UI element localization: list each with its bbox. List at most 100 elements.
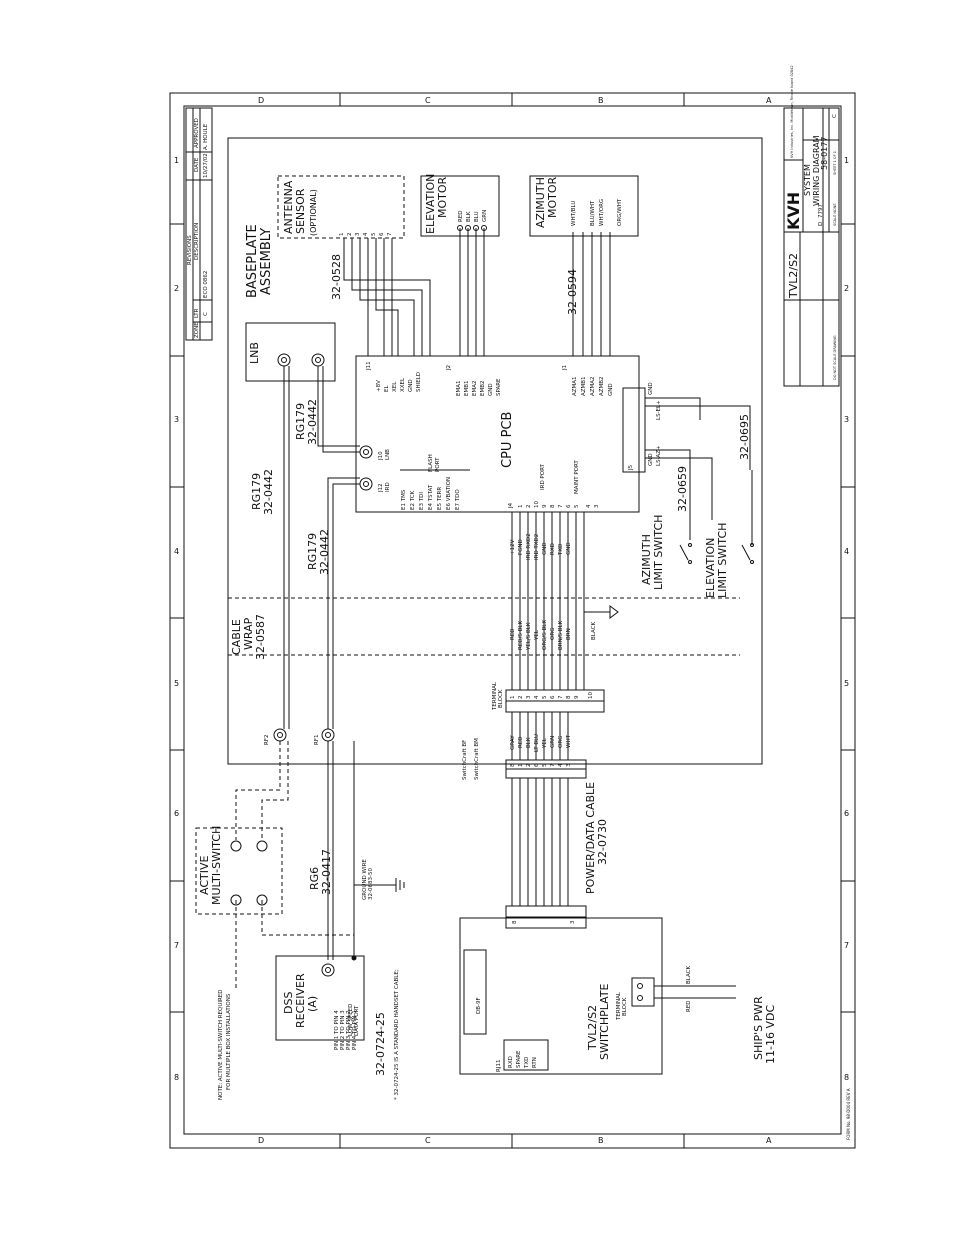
svg-text:10: 10 [588,692,594,699]
svg-text:XEL: XEL [392,381,398,392]
j10-connector [359,445,373,459]
j11-label: J11 [366,361,372,371]
svg-text:7: 7 [558,695,564,699]
svg-text:2: 2 [526,764,532,768]
svg-text:GRN: GRN [482,210,488,222]
svg-text:RXD: RXD [550,543,556,555]
svg-text:RF2: RF2 [264,735,270,745]
svg-text:RED: RED [510,628,516,640]
svg-text:6: 6 [534,763,540,767]
svg-text:SwitchCraft BF: SwitchCraft BF [462,740,468,780]
rg179-c-1: RG179 [306,533,319,570]
svg-text:TXD: TXD [558,544,564,556]
j1-label: J1 [562,365,568,371]
svg-text:FGND: FGND [518,539,524,555]
svg-text:5: 5 [542,763,548,767]
zone-1-l: 1 [174,156,179,165]
zone-7-r: 7 [844,941,849,950]
j1-pins: AZMA1 AZMB1 AZMA2 AZMB2 GND [572,376,614,396]
svg-text:3: 3 [355,232,361,236]
revisions-block: REVISIONS ZONE LTR DESCRIPTION DATE APPR… [185,107,213,341]
svg-text:EL: EL [384,385,390,392]
svg-text:1: 1 [510,696,516,700]
el-limit-switch-symbol [741,470,754,564]
rev-hdr-ltr: LTR [194,308,200,318]
zone-3-l: 3 [174,415,179,424]
wrap-wire-colors: RED RED/S BLK YEL/S BLK YEL ORG/S BLK OR… [510,620,597,651]
svg-text:+8V: +8V [376,380,382,392]
ships-pwr-label-2: 11-16 VDC [764,1005,777,1064]
svg-text:4: 4 [586,504,592,508]
svg-text:7: 7 [387,232,393,236]
svg-text:9: 9 [542,504,548,508]
power-cable-label-2: 32-0730 [596,819,609,865]
ships-pwr-label-1: SHIP'S PWR [752,996,765,1060]
svg-text:RXD: RXD [508,1056,514,1068]
svg-text:4: 4 [558,763,564,767]
svg-text:BRN/S BLK: BRN/S BLK [558,620,564,650]
svg-text:FLASH: FLASH [428,454,434,472]
maint-port-label: MAINT PORT [574,460,580,494]
svg-text:RED: RED [518,736,524,748]
zone-8-r: 8 [844,1073,849,1082]
flash-pins: E1 TMS E2 TCK E3 TDI E4 TSTAT E5 TERR E6… [401,477,461,510]
svg-text:E6 VBATION: E6 VBATION [446,477,452,510]
svg-text:3: 3 [526,695,532,699]
svg-text:J12: J12 [378,483,384,493]
svg-text:GND: GND [648,453,654,466]
elev-motor-label-2: MOTOR [436,176,449,218]
dss-label-1: DSS [282,992,295,1014]
rf2-connector [273,728,287,742]
svg-text:4: 4 [534,695,540,699]
svg-text:2: 2 [526,505,532,509]
rf1-connector [321,728,335,742]
cable-wrap-label-2: WRAP [242,617,255,650]
svg-text:GND: GND [648,382,654,395]
j5-label: J5 [628,464,634,471]
svg-text:ORG/WHT: ORG/WHT [617,198,623,226]
elev-motor-label-1: ELEVATION [424,174,437,234]
svg-text:32-0683-50: 32-0683-50 [368,868,374,900]
zone-bot-d: D [258,1136,264,1145]
svg-text:WHT/BLU: WHT/BLU [571,201,577,226]
antenna-label-2: SENSOR [294,188,307,234]
dss-label-3: (A) [306,996,319,1012]
cable-0659-label: 32-0659 [676,466,689,512]
svg-text:DB-9F: DB-9F [476,997,482,1014]
svg-text:8: 8 [550,504,556,508]
svg-text:IRD: IRD [385,482,391,492]
svg-text:BRN: BRN [566,628,572,640]
rev-hdr-approved: APPROVED [194,118,200,148]
db9f-connector [463,949,487,1035]
cable-0528-label: 32-0528 [330,254,343,300]
azimuth-motor-box [529,175,639,237]
company-line: KVH Industries, Inc. Middletown, Rhode I… [790,65,794,158]
antenna-label-3: (OPTIONAL) [309,189,318,236]
svg-text:ORG/S BLK: ORG/S BLK [542,620,548,650]
svg-text:E1 TMS: E1 TMS [401,489,407,510]
note-active-1: NOTE: ACTIVE MULTI-SWITCH REQUIRED [218,989,224,1100]
rev-hdr-date: DATE [194,157,200,172]
zone-6-l: 6 [174,809,179,818]
svg-text:SHIELD: SHIELD [416,372,422,392]
power-data-cable [511,778,569,906]
svg-text:YEL: YEL [542,737,548,749]
svg-text:GND: GND [542,542,548,555]
zone-top-d: D [258,96,264,105]
lnb-label: LNB [248,342,261,364]
j12-connector [359,477,373,491]
no-scale-note: DO NOT SCALE DRAWING [833,335,837,380]
tb-to-switchcraft-wires [511,712,569,760]
svg-text:8: 8 [510,763,516,767]
svg-text:5: 5 [371,232,377,236]
svg-text:RTN: RTN [532,1057,538,1068]
cpu-pcb-box [355,355,640,513]
svg-text:AZMA1: AZMA1 [572,376,578,396]
zone-7-l: 7 [174,941,179,950]
svg-text:* 32-0724-25 IS A STANDARD HAN: * 32-0724-25 IS A STANDARD HANDSET CABLE… [394,969,400,1100]
svg-text:PIN 3 TO PIN 2: PIN 3 TO PIN 2 [346,1010,352,1050]
svg-text:PIN 4 TO PIN 1: PIN 4 TO PIN 1 [352,1010,358,1050]
rg6-label-1: RG6 [308,867,321,890]
svg-text:GND: GND [408,379,414,392]
